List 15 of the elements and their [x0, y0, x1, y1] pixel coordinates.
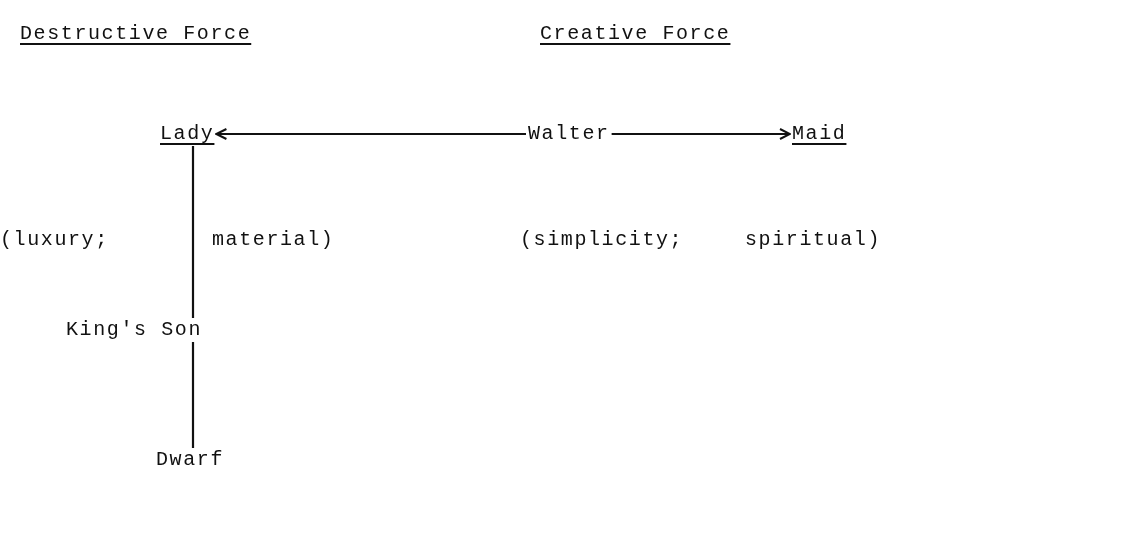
connector-line — [191, 342, 195, 448]
arrow — [215, 128, 526, 140]
note-text: (simplicity; — [520, 228, 684, 252]
heading: Destructive Force — [20, 22, 252, 46]
arrow — [611, 128, 791, 140]
note-text: spiritual) — [745, 228, 882, 252]
connector-line — [191, 146, 195, 318]
node-label: Maid — [790, 122, 849, 146]
node-label: Walter — [526, 122, 612, 146]
heading: Creative Force — [540, 22, 731, 46]
note-text: (luxury; — [0, 228, 109, 252]
note-text: material) — [212, 228, 335, 252]
node-label: King's Son — [64, 318, 205, 342]
node-label: Lady — [158, 122, 217, 146]
node-label: Dwarf — [154, 448, 226, 472]
